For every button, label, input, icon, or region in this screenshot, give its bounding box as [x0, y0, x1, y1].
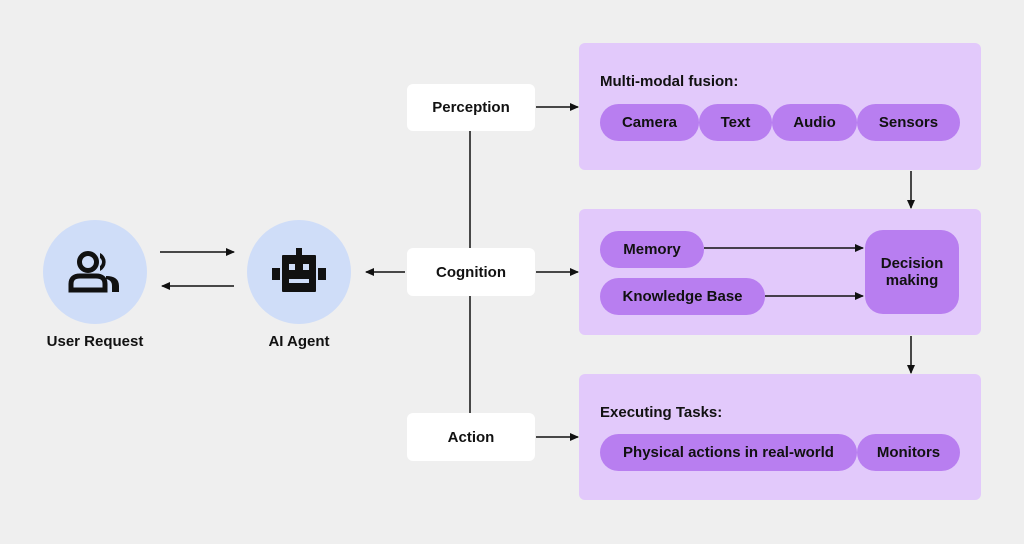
ai-agent-node: [247, 220, 351, 324]
cognition-stage: Cognition: [407, 248, 535, 296]
action-stage: Action: [407, 413, 535, 461]
user-request-node: [43, 220, 147, 324]
cognition-panel: Memory Knowledge Base Decision making: [579, 209, 981, 335]
user-request-label: User Request: [46, 333, 144, 350]
chip-monitors: Monitors: [857, 434, 960, 471]
perception-panel-title: Multi-modal fusion:: [600, 73, 739, 90]
action-panel-title: Executing Tasks:: [600, 404, 723, 421]
chip-memory: Memory: [600, 231, 704, 268]
perception-stage: Perception: [407, 84, 535, 131]
ai-agent-label: AI Agent: [268, 333, 330, 350]
chip-knowledge-base: Knowledge Base: [600, 278, 765, 315]
perception-panel: Multi-modal fusion: Camera Text Audio Se…: [579, 43, 981, 170]
users-icon: [68, 251, 119, 293]
action-panel: Executing Tasks: Physical actions in rea…: [579, 374, 981, 500]
robot-icon: [272, 248, 326, 292]
chip-audio: Audio: [772, 104, 857, 141]
chip-sensors: Sensors: [857, 104, 960, 141]
decision-making-box: Decision making: [865, 230, 959, 314]
chip-physical-actions: Physical actions in real-world: [600, 434, 857, 471]
chip-camera: Camera: [600, 104, 699, 141]
chip-text: Text: [699, 104, 772, 141]
